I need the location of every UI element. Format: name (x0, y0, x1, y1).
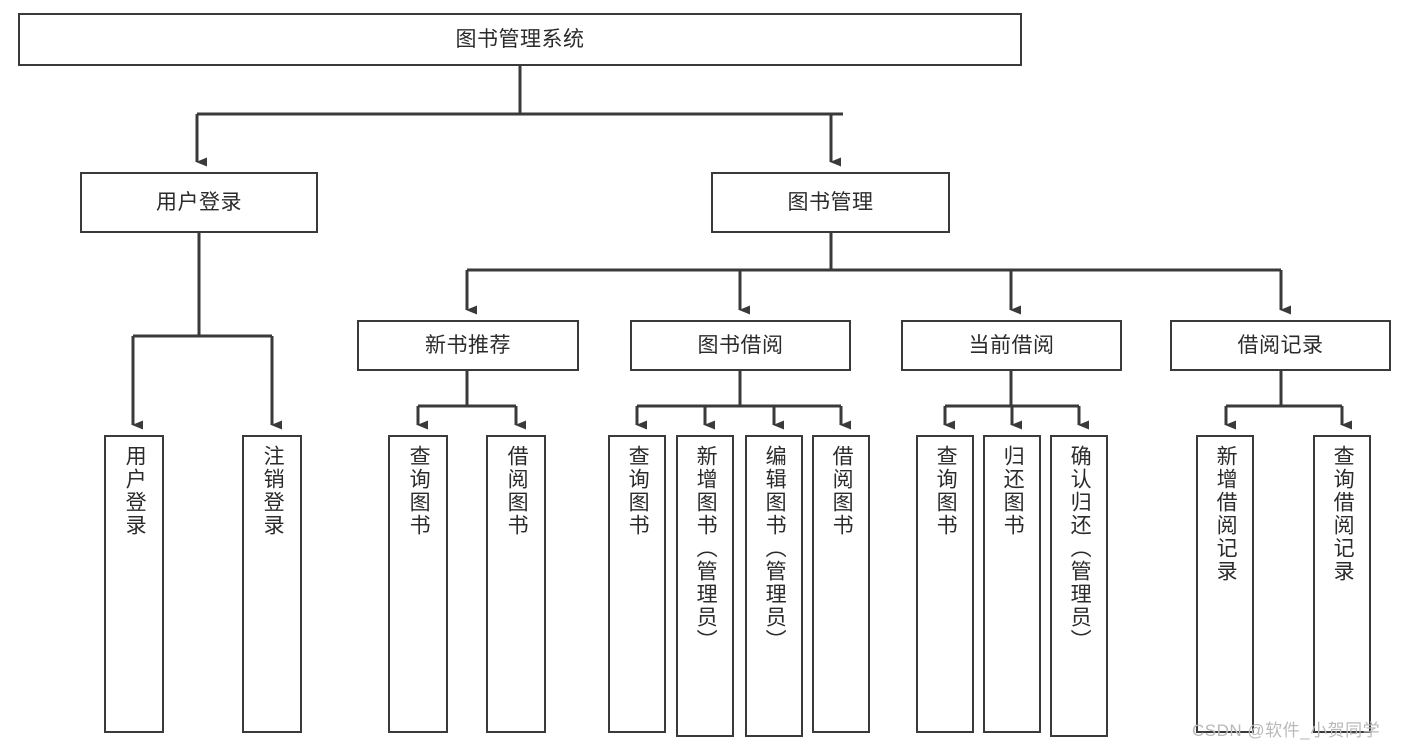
node-leaf-confirm-return-label: 确认归还（管理员） (1068, 445, 1092, 652)
node-leaf-user-login-label: 用户登录 (123, 445, 147, 537)
node-current-borrow-label: 当前借阅 (968, 333, 1055, 357)
node-leaf-borrow-book[interactable]: 借阅图书 (812, 435, 870, 733)
node-user-login-label: 用户登录 (156, 190, 242, 214)
node-leaf-query-record-label: 查询借阅记录 (1331, 445, 1355, 583)
node-leaf-query-record[interactable]: 查询借阅记录 (1313, 435, 1371, 733)
node-leaf-query-book-cur-label: 查询图书 (934, 445, 958, 537)
node-book-manage[interactable]: 图书管理 (711, 172, 950, 233)
node-user-login[interactable]: 用户登录 (80, 172, 318, 233)
node-leaf-edit-book-label: 编辑图书（管理员） (763, 445, 787, 652)
node-current-borrow[interactable]: 当前借阅 (901, 320, 1122, 371)
watermark: CSDN @软件_小贺同学 (1192, 721, 1381, 740)
node-leaf-borrow-book-rec-label: 借阅图书 (505, 445, 529, 537)
node-leaf-add-record[interactable]: 新增借阅记录 (1196, 435, 1254, 733)
node-leaf-borrow-book-label: 借阅图书 (830, 445, 854, 537)
node-leaf-add-book-label: 新增图书（管理员） (694, 445, 718, 652)
node-leaf-query-book-rec-label: 查询图书 (407, 445, 431, 537)
node-leaf-logout-label: 注销登录 (261, 445, 285, 537)
node-new-book-recommend[interactable]: 新书推荐 (357, 320, 579, 371)
node-leaf-add-record-label: 新增借阅记录 (1214, 445, 1238, 583)
node-leaf-user-login[interactable]: 用户登录 (104, 435, 164, 733)
node-leaf-borrow-book-rec[interactable]: 借阅图书 (486, 435, 546, 733)
node-book-manage-label: 图书管理 (787, 190, 874, 214)
node-leaf-query-book-borrow[interactable]: 查询图书 (608, 435, 666, 733)
node-leaf-edit-book[interactable]: 编辑图书（管理员） (745, 435, 803, 737)
node-leaf-return-book[interactable]: 归还图书 (983, 435, 1041, 733)
node-leaf-return-book-label: 归还图书 (1001, 445, 1025, 537)
node-root-label: 图书管理系统 (455, 27, 585, 51)
node-new-book-recommend-label: 新书推荐 (425, 333, 511, 357)
node-leaf-query-book-borrow-label: 查询图书 (626, 445, 650, 537)
node-borrow-record-label: 借阅记录 (1237, 333, 1324, 357)
node-leaf-add-book[interactable]: 新增图书（管理员） (676, 435, 734, 737)
node-leaf-logout[interactable]: 注销登录 (242, 435, 302, 733)
node-leaf-query-book-cur[interactable]: 查询图书 (916, 435, 974, 733)
node-book-borrow-label: 图书借阅 (697, 333, 784, 357)
node-borrow-record[interactable]: 借阅记录 (1170, 320, 1391, 371)
node-leaf-query-book-rec[interactable]: 查询图书 (388, 435, 448, 733)
node-book-borrow[interactable]: 图书借阅 (630, 320, 851, 371)
node-leaf-confirm-return[interactable]: 确认归还（管理员） (1050, 435, 1108, 737)
node-root[interactable]: 图书管理系统 (18, 13, 1022, 66)
